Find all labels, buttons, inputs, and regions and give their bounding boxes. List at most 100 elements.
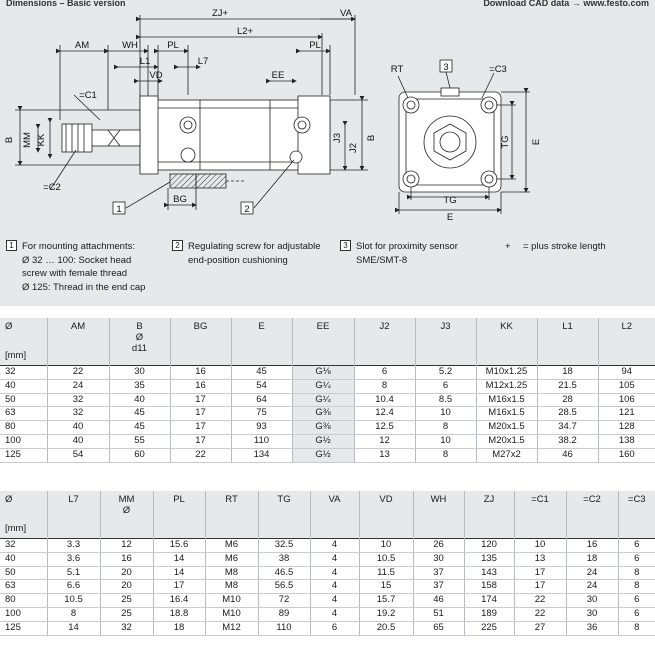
table-cell: 4 — [310, 579, 360, 595]
table-cell: 14 — [153, 566, 206, 581]
column-header: VD — [359, 491, 414, 539]
table-cell: 46 — [413, 593, 465, 608]
column-header: AM — [47, 318, 110, 366]
dim-c1: =C1 — [79, 90, 97, 101]
header-left: Dimensions – Basic version — [6, 0, 126, 8]
table-cell: 63 — [0, 406, 48, 422]
table-cell: 5.1 — [47, 566, 101, 581]
end-e-h: E — [447, 212, 453, 223]
table-cell: 13 — [514, 552, 567, 567]
table-cell: 27 — [514, 621, 567, 636]
note-plus: += plus stroke length — [505, 240, 606, 254]
table-cell: 121 — [598, 406, 655, 422]
plus-text: = plus stroke length — [523, 241, 606, 252]
header-line: MM — [118, 494, 135, 505]
column-header: PL — [153, 491, 206, 539]
table-cell: 10.5 — [47, 593, 101, 608]
header-line: L7 — [68, 494, 79, 505]
table-cell: 20 — [100, 579, 154, 595]
table-cell: G⅜ — [292, 406, 355, 422]
dim-wh: WH — [122, 40, 138, 51]
table-cell: 8 — [47, 607, 101, 622]
column-header: BG — [170, 318, 232, 366]
table-cell: 38.2 — [537, 434, 599, 449]
table-cell: 20 — [100, 566, 154, 581]
dim-j2: J2 — [348, 143, 359, 153]
header-line: J2 — [379, 321, 390, 332]
table-cell: 21.5 — [537, 379, 599, 394]
table-cell: 46.5 — [258, 566, 311, 581]
table-cell: 3.3 — [47, 538, 101, 553]
column-header: ZJ — [464, 491, 515, 539]
table-cell: 22 — [514, 607, 567, 622]
table-cell: 16.4 — [153, 593, 206, 608]
table-cell: 17 — [170, 406, 232, 422]
header-line: =C2 — [583, 494, 601, 505]
table-cell: 22 — [514, 593, 567, 608]
table-cell: 40 — [109, 393, 171, 408]
header-line: BG — [193, 321, 208, 332]
end-rt: RT — [391, 64, 404, 75]
table-cell: 32.5 — [258, 538, 311, 553]
column-header: J3 — [415, 318, 477, 366]
table-cell: M8 — [205, 579, 259, 595]
note-3-line: Slot for proximity sensor — [356, 241, 458, 252]
table-cell: 54 — [231, 379, 293, 394]
table-cell: 10 — [359, 538, 414, 553]
table-cell: 40 — [0, 379, 48, 394]
column-header: J2 — [354, 318, 416, 366]
header-line: =C1 — [531, 494, 549, 505]
table-cell: 56.5 — [258, 579, 311, 595]
note-1-line: screw with female thread — [22, 268, 128, 279]
table-cell: 25 — [100, 607, 154, 622]
table-cell: 3.6 — [47, 552, 101, 567]
table-cell: 17 — [170, 420, 232, 435]
header-line: Ø — [122, 505, 131, 516]
table-cell: 32 — [0, 538, 48, 553]
column-header: KK — [476, 318, 538, 366]
table-cell: 6 — [415, 379, 477, 394]
table-cell: 6 — [618, 593, 655, 608]
table-cell: G½ — [292, 434, 355, 449]
dim-j3: J3 — [332, 133, 343, 143]
column-header: L1 — [537, 318, 599, 366]
column-header: =C3 — [618, 491, 655, 539]
header-line: TG — [277, 494, 291, 505]
table-cell: 30 — [566, 593, 619, 608]
table-cell: 50 — [0, 566, 48, 581]
table-cell: 5.2 — [415, 365, 477, 380]
table-cell: 8 — [618, 579, 655, 595]
table-cell: 35 — [109, 379, 171, 394]
unit-label: [mm] — [5, 523, 27, 534]
table-cell: 34.7 — [537, 420, 599, 435]
dim-zj: ZJ+ — [212, 8, 229, 19]
table-cell: 54 — [47, 448, 110, 463]
table-cell: 26 — [413, 538, 465, 553]
table-cell: M10 — [205, 593, 259, 608]
table-cell: 94 — [598, 365, 655, 380]
table-cell: 4 — [310, 552, 360, 567]
table-cell: 128 — [598, 420, 655, 435]
table-cell: 12.5 — [354, 420, 416, 435]
table-cell: 30 — [566, 607, 619, 622]
note-3-number: 3 — [340, 240, 351, 251]
table-cell: G⅜ — [292, 420, 355, 435]
header-line: B — [136, 321, 143, 332]
table-cell: 10 — [415, 406, 477, 422]
table-cell: 12.4 — [354, 406, 416, 422]
callout-1: 1 — [116, 204, 121, 215]
table-cell: 28.5 — [537, 406, 599, 422]
table-cell: M12 — [205, 621, 259, 636]
dim-pl-left: PL — [167, 40, 179, 51]
table-cell: 17 — [514, 566, 567, 581]
table-cell: 45 — [231, 365, 293, 380]
